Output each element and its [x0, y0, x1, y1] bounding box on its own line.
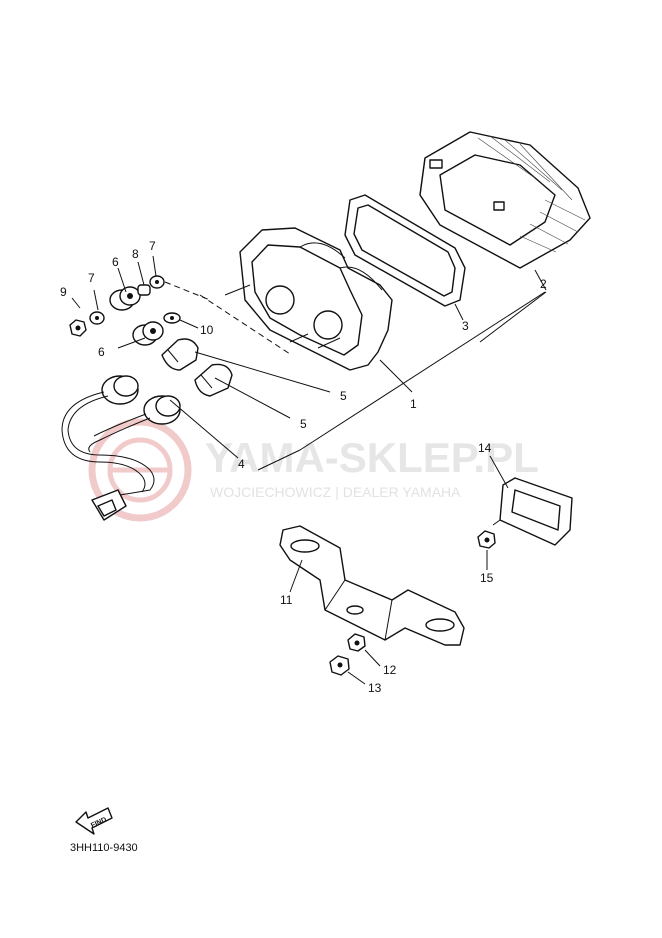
socket-cord-part: [61, 375, 181, 521]
license-light-part: [492, 477, 573, 546]
callout-6-lower: 6: [98, 345, 105, 359]
callout-6-upper: 6: [112, 255, 119, 269]
washer-part-7-left: [89, 311, 105, 325]
washer-part-7-right: [149, 275, 165, 289]
callout-1: 1: [410, 397, 417, 411]
collar-part-8: [137, 284, 151, 296]
callout-11: 11: [280, 593, 293, 607]
find-arrow-icon: FIND: [75, 807, 113, 835]
callout-9: 9: [60, 285, 67, 299]
nut-part-9: [69, 319, 87, 337]
callout-7-right: 7: [149, 239, 156, 253]
callout-8: 8: [132, 247, 139, 261]
bulb-part-5-lower: [194, 363, 233, 397]
nut-part-13: [329, 655, 350, 676]
license-bracket-part: [279, 525, 465, 646]
callout-7-left: 7: [88, 271, 95, 285]
callout-3: 3: [462, 319, 469, 333]
callout-10: 10: [200, 323, 214, 337]
grommet-part-6-upper: [109, 286, 141, 311]
tail-lens-part: [419, 131, 591, 269]
bulb-part-5-upper: [161, 338, 199, 371]
watermark-subtitle: WOJCIECHOWICZ | DEALER YAMAHA: [210, 484, 461, 500]
leader-lines: [71, 255, 547, 685]
callout-5-upper: 5: [340, 389, 347, 403]
washer-part-10: [163, 312, 181, 324]
callout-4: 4: [238, 457, 245, 471]
nut-part-12: [347, 633, 366, 652]
lens-gasket-part: [344, 194, 466, 307]
callout-14: 14: [478, 441, 492, 455]
callout-15: 15: [480, 571, 494, 585]
nut-part-15: [477, 530, 496, 549]
callout-13: 13: [368, 681, 382, 695]
watermark-title: YAMA-SKLEP.PL: [205, 434, 539, 481]
callout-5-lower: 5: [300, 417, 307, 431]
callout-12: 12: [383, 663, 397, 677]
callout-2: 2: [540, 277, 547, 291]
diagram-code: 3HH110-9430: [70, 842, 138, 854]
watermark: YAMA-SKLEP.PL WOJCIECHOWICZ | DEALER YAM…: [88, 418, 539, 522]
tail-housing-part: [224, 227, 393, 371]
grommet-part-6-lower: [132, 321, 164, 346]
